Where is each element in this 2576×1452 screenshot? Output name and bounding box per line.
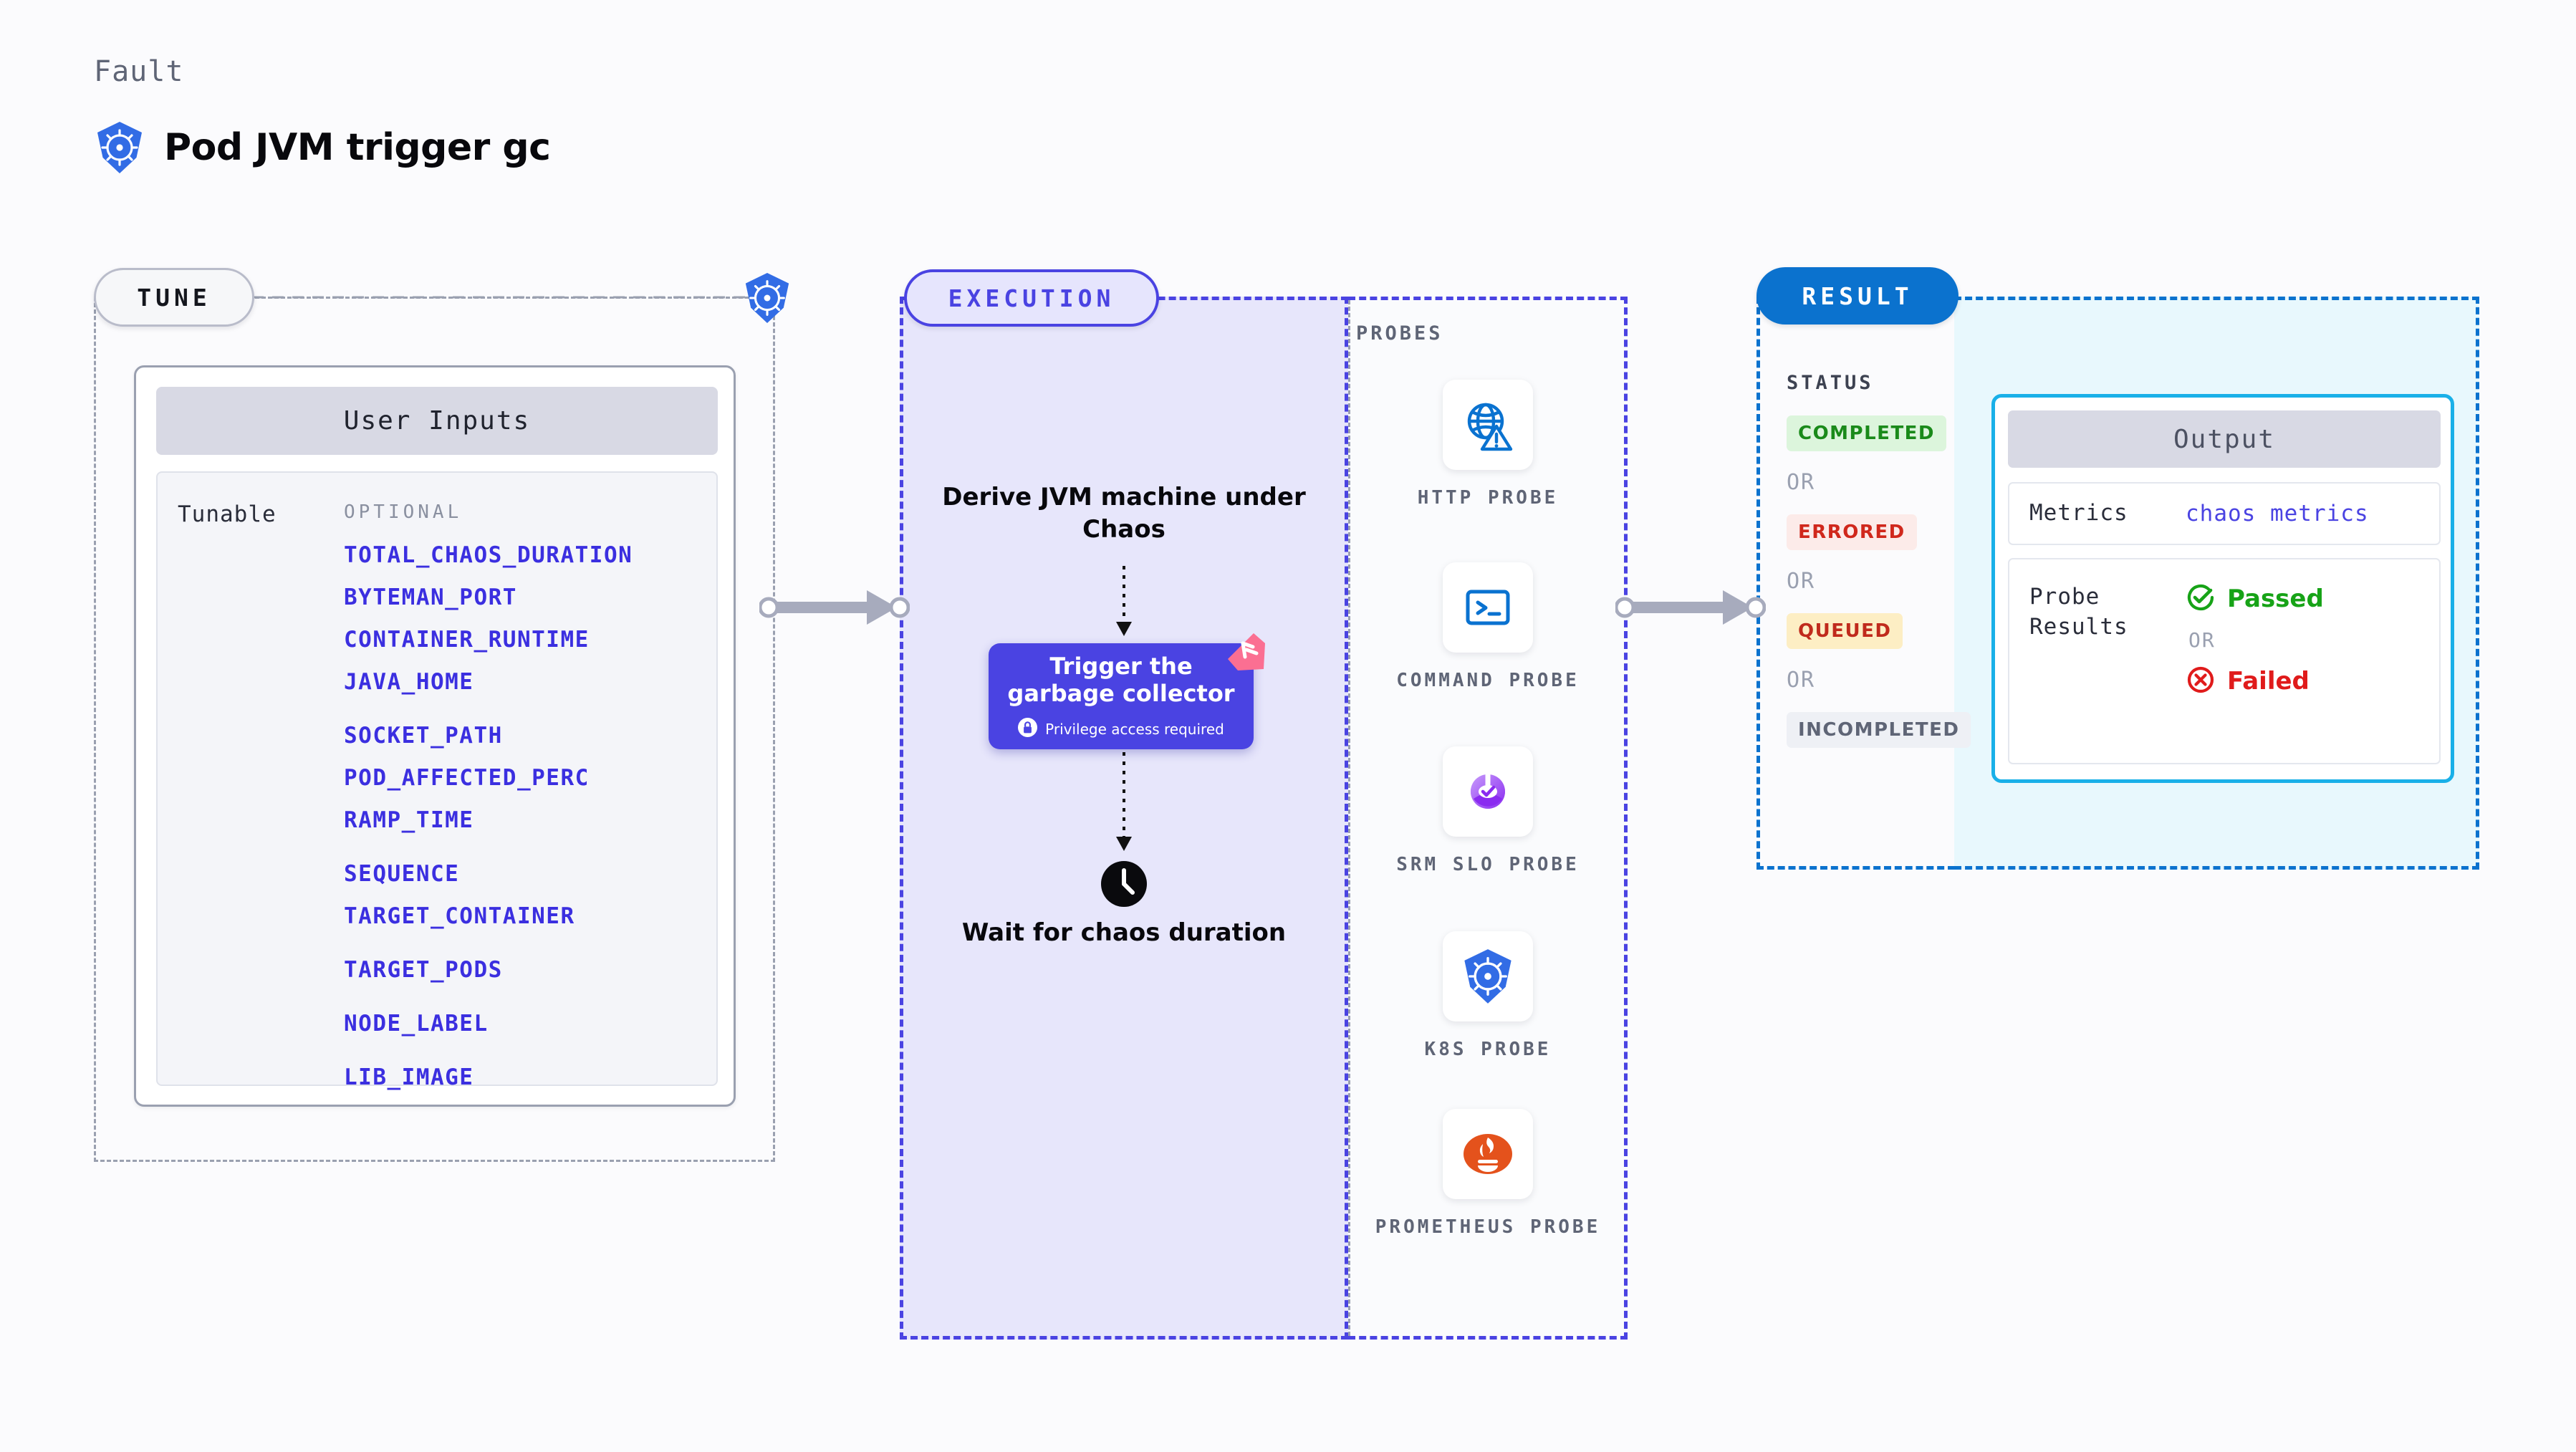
tunable-param-sequence[interactable]: SEQUENCE (344, 861, 460, 887)
probe-results-or: OR (2188, 628, 2216, 652)
check-circle-icon (2186, 582, 2216, 615)
execution-arrow-1 (1116, 566, 1132, 636)
status-badge-errored[interactable]: ERRORED (1787, 514, 1917, 550)
probe-command[interactable]: COMMAND PROBE (1348, 562, 1628, 693)
status-badge-completed[interactable]: COMPLETED (1787, 415, 1947, 451)
failed-label: Failed (2227, 667, 2310, 696)
trigger-gc-card[interactable]: Trigger the garbage collector Privilege … (989, 643, 1254, 749)
user-inputs-card: User Inputs Tunable OPTIONAL TOTAL_CHAOS… (134, 365, 736, 1107)
probe-http-label: HTTP PROBE (1417, 487, 1559, 509)
status-badge-incompleted[interactable]: INCOMPLETED (1787, 712, 1971, 748)
user-inputs-header: User Inputs (156, 387, 718, 455)
execution-region (900, 297, 1348, 1340)
tunable-param-lib_image[interactable]: LIB_IMAGE (344, 1064, 474, 1090)
harness-ribbon-icon (1222, 628, 1269, 675)
kubernetes-icon (94, 120, 145, 175)
metrics-value[interactable]: chaos metrics (2186, 501, 2369, 527)
execution-step-1-label: Derive JVM machine under Chaos (942, 483, 1306, 544)
tune-header-line (252, 296, 746, 299)
status-or-separator: OR (1787, 569, 1816, 594)
output-card: Output Metrics chaos metrics Probe Resul… (1991, 394, 2454, 783)
probe-command-label: COMMAND PROBE (1396, 670, 1580, 691)
tunable-param-target_container[interactable]: TARGET_CONTAINER (344, 903, 575, 929)
probe-result-passed: Passed (2186, 582, 2324, 615)
execution-arrow-2 (1116, 752, 1132, 851)
srm-slo-icon (1443, 746, 1533, 837)
connector-tune-execution (759, 590, 910, 625)
tunable-list: TOTAL_CHAOS_DURATION BYTEMAN_PORT CONTAINE… (344, 544, 633, 1089)
passed-label: Passed (2227, 585, 2324, 613)
tunable-param-byteman_port[interactable]: BYTEMAN_PORT (344, 585, 517, 610)
status-badge-queued[interactable]: QUEUED (1787, 613, 1903, 649)
tunable-param-pod_affected_perc[interactable]: POD_AFFECTED_PERC (344, 765, 590, 791)
probe-srm-slo[interactable]: SRM SLO PROBE (1348, 746, 1628, 878)
probe-srm-slo-label: SRM SLO PROBE (1396, 854, 1580, 875)
execution-step-2-label: Wait for chaos duration (961, 918, 1287, 947)
status-or-separator: OR (1787, 668, 1816, 693)
probe-prometheus-label: PROMETHEUS PROBE (1375, 1216, 1601, 1238)
page-title: Pod JVM trigger gc (164, 126, 551, 169)
output-card-header: Output (2008, 410, 2441, 468)
probe-k8s[interactable]: K8S PROBE (1348, 931, 1628, 1062)
probe-k8s-label: K8S PROBE (1424, 1039, 1552, 1060)
globe-warning-icon (1443, 380, 1533, 470)
result-region (1756, 297, 1955, 870)
page-eyebrow: Fault (94, 55, 184, 88)
probes-divider (1348, 300, 1350, 1336)
tunable-param-container_runtime[interactable]: CONTAINER_RUNTIME (344, 627, 590, 653)
trigger-gc-title: Trigger the garbage collector (1007, 652, 1235, 707)
prometheus-icon (1443, 1109, 1533, 1199)
user-inputs-body: Tunable OPTIONAL TOTAL_CHAOS_DURATION BYT… (156, 471, 718, 1089)
execution-pill[interactable]: EXECUTION (904, 269, 1159, 327)
probes-section-label: PROBES (1356, 322, 1443, 345)
probe-prometheus[interactable]: PROMETHEUS PROBE (1348, 1109, 1628, 1240)
status-or-separator: OR (1787, 470, 1816, 495)
status-section-label: STATUS (1787, 372, 1874, 394)
tunable-param-node_label[interactable]: NODE_LABEL (344, 1011, 489, 1037)
probe-results-key: Probe Results (2029, 584, 2128, 640)
privilege-badge-label: Privilege access required (1045, 720, 1224, 738)
tune-pill[interactable]: TUNE (94, 268, 254, 327)
tune-kubernetes-icon (742, 271, 792, 327)
tunable-param-total_chaos_duration[interactable]: TOTAL_CHAOS_DURATION (344, 542, 633, 568)
tunable-param-java_home[interactable]: JAVA_HOME (344, 669, 474, 695)
tunable-param-ramp_time[interactable]: RAMP_TIME (344, 807, 474, 833)
lock-icon (1018, 718, 1038, 740)
x-circle-icon (2186, 665, 2216, 698)
tunable-param-target_pods[interactable]: TARGET_PODS (344, 957, 503, 983)
optional-group-label: OPTIONAL (344, 501, 463, 523)
probe-results-values: Passed OR Failed (2186, 582, 2324, 763)
output-probe-results-row: Probe Results Passed OR (2008, 558, 2441, 764)
tunable-param-socket_path[interactable]: SOCKET_PATH (344, 723, 503, 749)
result-pill[interactable]: RESULT (1756, 267, 1959, 324)
tunable-row-label: Tunable (178, 501, 277, 527)
page-title-row: Pod JVM trigger gc (94, 120, 551, 175)
probe-result-failed: Failed (2186, 665, 2324, 698)
kubernetes-icon (1443, 931, 1533, 1021)
clock-icon (1100, 860, 1148, 911)
terminal-icon (1443, 562, 1533, 653)
connector-execution-result (1615, 590, 1766, 625)
probe-http[interactable]: HTTP PROBE (1348, 380, 1628, 511)
output-metrics-row: Metrics chaos metrics (2008, 482, 2441, 545)
metrics-key: Metrics (2029, 500, 2128, 527)
privilege-badge: Privilege access required (1018, 718, 1224, 740)
